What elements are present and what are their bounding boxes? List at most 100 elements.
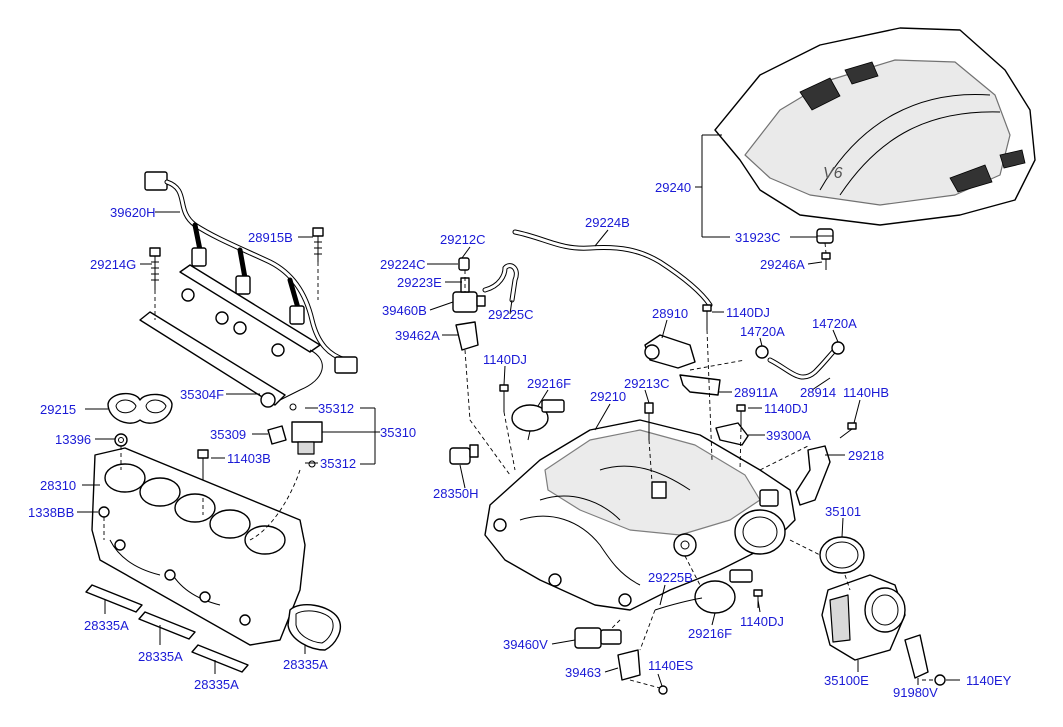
gasket-28335A-3 xyxy=(191,644,249,673)
gasket-29215 xyxy=(107,393,173,424)
sensor-39300A xyxy=(715,422,749,446)
hose-29225B xyxy=(654,597,703,611)
label-1140HB: 1140HB xyxy=(843,385,889,400)
label-29225B: 29225B xyxy=(648,570,693,585)
solenoid-valve-39460V xyxy=(574,627,622,649)
label-35309: 35309 xyxy=(210,427,246,442)
actuator-29216F-upper xyxy=(511,399,565,441)
label-29210: 29210 xyxy=(590,389,626,404)
intake-manifold-lower xyxy=(91,447,306,646)
gasket-28335A-4 xyxy=(287,604,342,651)
sensor-28350H xyxy=(449,444,479,465)
label-1140DJ-d: 1140DJ xyxy=(740,614,784,629)
solenoid-valve-39460B xyxy=(452,277,486,313)
label-35304F: 35304F xyxy=(180,387,224,402)
label-11403B: 11403B xyxy=(227,451,271,466)
label-35100E: 35100E xyxy=(824,673,869,688)
label-29213C: 29213C xyxy=(624,376,670,391)
label-39300A: 39300A xyxy=(766,428,811,443)
actuator-29216F-lower xyxy=(694,569,753,614)
intake-manifold-upper xyxy=(484,419,796,611)
label-91980V: 91980V xyxy=(893,685,938,700)
label-28335A-4: 28335A xyxy=(283,657,328,672)
label-28914: 28914 xyxy=(800,385,836,400)
bolt-1140DJ-a xyxy=(499,384,509,412)
bolt-1140DJ-d xyxy=(753,589,763,608)
grommet-31923C xyxy=(816,228,834,244)
bolt-28915B xyxy=(312,227,324,262)
bolt-1140DJ-c xyxy=(736,404,746,428)
bolt-1140ES xyxy=(658,685,668,695)
label-28335A-3: 28335A xyxy=(194,677,239,692)
hose-29225C xyxy=(482,263,519,303)
bolt-1140EY xyxy=(934,674,946,686)
label-35310: 35310 xyxy=(380,425,416,440)
bracket-91980V xyxy=(904,634,929,679)
label-29216F-upper: 29216F xyxy=(527,376,571,391)
label-1140DJ-a: 1140DJ xyxy=(483,352,527,367)
label-35312-top: 35312 xyxy=(318,401,354,416)
bolt-29246A xyxy=(821,252,831,270)
label-28910: 28910 xyxy=(652,306,688,321)
label-1140EY: 1140EY xyxy=(966,673,1012,688)
fuel-delivery-pipe xyxy=(139,264,323,408)
label-1140DJ-b: 1140DJ xyxy=(726,305,770,320)
check-valve-29212C xyxy=(458,257,470,271)
hose-28914 xyxy=(767,347,838,380)
label-39620H: 39620H xyxy=(110,205,156,220)
label-39462A: 39462A xyxy=(395,328,440,343)
engine-cover: V6 xyxy=(714,27,1036,226)
label-39460V: 39460V xyxy=(503,637,548,652)
label-1338BB: 1338BB xyxy=(28,505,74,520)
label-1140DJ-c: 1140DJ xyxy=(764,401,808,416)
label-28335A-1: 28335A xyxy=(84,618,129,633)
label-28915B: 28915B xyxy=(248,230,293,245)
gasket-28335A-1 xyxy=(85,584,143,613)
bracket-39462A xyxy=(455,321,479,351)
label-39460B: 39460B xyxy=(382,303,427,318)
label-35101: 35101 xyxy=(825,504,861,519)
throttle-body-35100E xyxy=(821,574,906,661)
label-29223E: 29223E xyxy=(397,275,442,290)
assembly-lines xyxy=(103,242,936,689)
clamp-14720A-b xyxy=(831,341,845,355)
v6-emblem: V6 xyxy=(823,165,843,182)
clamp-14720A-a xyxy=(755,345,769,359)
gasket-35101 xyxy=(819,536,865,574)
bolt-1140HB xyxy=(839,422,857,439)
bolt-1140DJ-b xyxy=(702,304,712,330)
label-29246A: 29246A xyxy=(760,257,805,272)
label-29224C: 29224C xyxy=(380,257,426,272)
label-28310: 28310 xyxy=(40,478,76,493)
label-14720A-left: 14720A xyxy=(740,324,785,339)
label-28335A-2: 28335A xyxy=(138,649,183,664)
label-13396: 13396 xyxy=(55,432,91,447)
injector-wiring-harness xyxy=(144,171,358,374)
bracket-39463 xyxy=(617,649,641,681)
label-35312-bottom: 35312 xyxy=(320,456,356,471)
bolt-1338BB xyxy=(98,506,110,518)
label-1140ES: 1140ES xyxy=(648,658,694,673)
label-14720A-right: 14720A xyxy=(812,316,857,331)
label-29212C: 29212C xyxy=(440,232,486,247)
bolt-29214G xyxy=(149,247,161,290)
nut-13396 xyxy=(114,433,128,447)
bracket-29218 xyxy=(795,445,831,506)
gasket-28335A-2 xyxy=(138,611,196,640)
fuel-injector xyxy=(267,403,323,468)
pcv-valve-28910 xyxy=(644,334,696,369)
label-29240: 29240 xyxy=(655,180,691,195)
label-39463: 39463 xyxy=(565,665,601,680)
vacuum-tube-29224B xyxy=(512,229,713,308)
label-29214G: 29214G xyxy=(90,257,136,272)
label-31923C: 31923C xyxy=(735,230,781,245)
label-28350H: 28350H xyxy=(433,486,479,501)
bracket-28911A xyxy=(679,374,721,396)
label-29216F-lower: 29216F xyxy=(688,626,732,641)
label-29225C: 29225C xyxy=(488,307,534,322)
label-29224B: 29224B xyxy=(585,215,630,230)
label-29215: 29215 xyxy=(40,402,76,417)
part-labels: 39620H 28915B 29214G 35304F 29215 13396 … xyxy=(28,180,1012,700)
label-28911A: 28911A xyxy=(734,385,778,400)
